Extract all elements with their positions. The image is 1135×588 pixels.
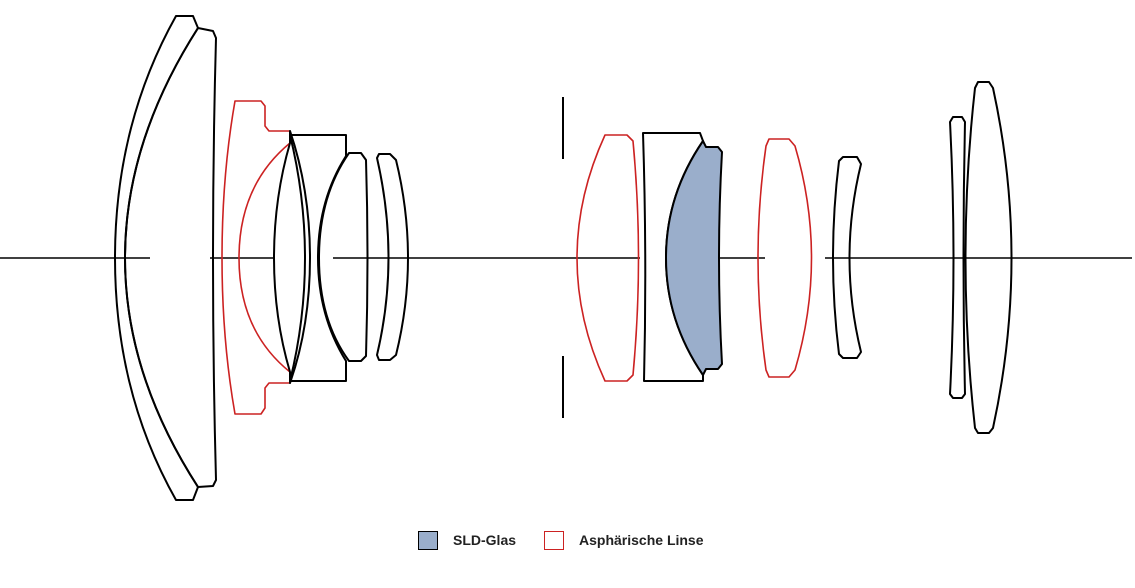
lens-element-rear-biconvex (964, 81, 1013, 434)
legend-label-aspherical: Asphärische Linse (579, 532, 704, 548)
legend-item-aspherical: Asphärische Linse (544, 530, 704, 550)
lens-element-aspherical-3 (757, 138, 813, 378)
lens-element-cemented-doublet-front (273, 130, 311, 384)
aspherical-swatch-icon (544, 530, 565, 550)
legend: SLD-Glas Asphärische Linse (418, 529, 704, 551)
legend-label-sld: SLD-Glas (453, 532, 517, 548)
legend-item-sld: SLD-Glas (418, 530, 517, 550)
lens-element-sld (665, 140, 723, 376)
lens-element-aspherical-2 (576, 134, 640, 382)
lens-element-small-meniscus (376, 153, 409, 361)
sld-swatch-icon (418, 530, 438, 550)
lens-element-plano-convex (318, 152, 369, 362)
lens-element-rear-thin (949, 116, 966, 399)
lens-element-rear-meniscus (832, 156, 862, 359)
lens-element-front-meniscus-2 (124, 27, 217, 488)
